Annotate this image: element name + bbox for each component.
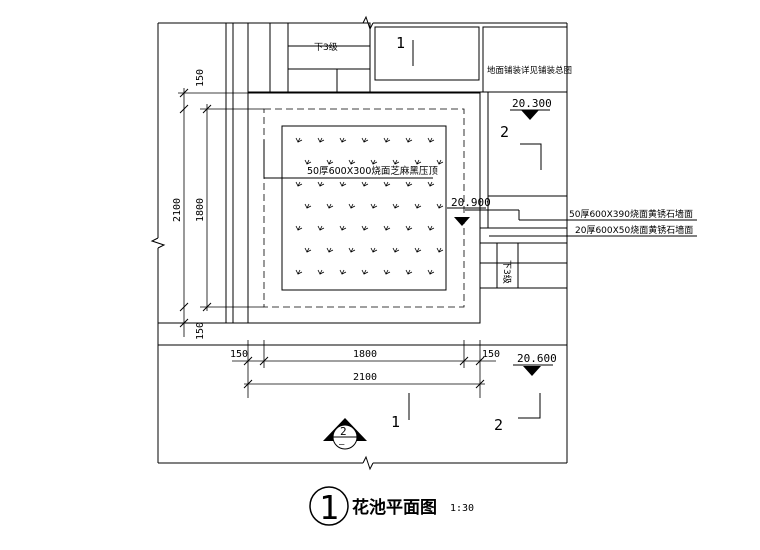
dim-v-150-bottom: 150 [195,322,206,340]
down-steps-right-label: 下3级 [501,260,513,284]
planting-hatch [295,137,444,275]
dim-v-150-top: 150 [195,69,206,87]
grass-mark [383,225,391,231]
right-upper-block: 20.300 2 [487,91,568,197]
section-box-top: 1 [374,26,480,81]
grass-mark [339,137,347,143]
title-name: 花池平面图 [352,497,437,518]
grass-mark [436,159,444,165]
title-number: 1 [319,488,339,527]
elevation-lower-icon [523,366,541,376]
dim-h-150-left: 150 [230,349,248,360]
grass-mark [392,247,400,253]
elevation-planter-icon [454,217,470,226]
grass-mark [304,247,312,253]
detail-index-number: 2 [340,425,347,438]
grass-mark [427,137,435,143]
grass-mark [405,137,413,143]
grass-mark [295,137,303,143]
grass-mark [304,203,312,209]
vertical-dimensions: 150 2100 1800 150 [172,69,264,340]
grass-mark [295,225,303,231]
grass-mark [326,247,334,253]
dim-h-2100: 2100 [353,372,377,383]
planter: 50厚600X300烧面芝麻黑压顶 20.900 [247,92,491,324]
grass-mark [304,159,312,165]
bottom-section-marks: 1 2 [391,393,541,434]
grass-mark [405,225,413,231]
section-mark-2-upper: 2 [500,123,509,141]
section-mark-1-top: 1 [396,34,405,52]
horizontal-dimensions: 150 1800 150 2100 [230,340,500,398]
grass-mark [383,137,391,143]
grass-mark [295,269,303,275]
grass-mark [361,225,369,231]
grass-mark [348,247,356,253]
grass-mark [370,203,378,209]
grass-mark [405,181,413,187]
grass-mark [427,225,435,231]
grass-mark [405,269,413,275]
grass-mark [370,247,378,253]
grass-mark [383,269,391,275]
detail-index-sub: — [339,440,345,450]
elevation-marker-icon [521,110,539,120]
grass-mark [414,159,422,165]
grass-mark [436,247,444,253]
grass-mark [339,225,347,231]
grass-mark [339,181,347,187]
grass-mark [383,181,391,187]
paving-note: 地面铺装详见铺装总图 [487,65,572,76]
grass-mark [427,269,435,275]
grass-mark [295,181,303,187]
grass-mark [361,269,369,275]
title-scale: 1:30 [450,503,474,514]
dim-v-1800: 1800 [195,198,206,222]
dim-h-1800: 1800 [353,349,377,360]
wall-face-note: 50厚600X390烧面黄锈石墙面 [569,208,693,220]
section-mark-1-bottom: 1 [391,413,400,431]
down-steps-top-label: 下3级 [314,41,338,53]
grass-mark [317,225,325,231]
grass-mark [339,269,347,275]
dim-v-2100: 2100 [172,198,183,222]
planter-fill-note: 50厚600X300烧面芝麻黑压顶 [307,165,438,177]
wall-cap-note: 20厚600X50烧面黄锈石墙面 [575,224,693,236]
grass-mark [427,181,435,187]
grass-mark [317,181,325,187]
elevation-lower-right: 20.600 [517,352,557,365]
elevation-upper-right: 20.300 [512,97,552,110]
top-stair-box: 下3级 [287,22,371,93]
grass-mark [348,159,356,165]
grass-mark [361,137,369,143]
lower-right-elevation: 20.600 [513,352,557,376]
drawing-title: 1 花池平面图 1:30 [309,486,474,527]
grass-mark [414,247,422,253]
grass-mark [348,203,356,209]
grass-mark [370,159,378,165]
elevation-planter: 20.900 [451,196,491,209]
grass-mark [317,137,325,143]
detail-index-symbol: 2 — [323,418,367,450]
grass-mark [436,203,444,209]
grass-mark [326,203,334,209]
grass-mark [317,269,325,275]
grass-mark [326,159,334,165]
right-lower-block: 下3级 [480,196,567,289]
grass-mark [414,203,422,209]
grass-mark [361,181,369,187]
wall-leaders: 50厚600X390烧面黄锈石墙面 20厚600X50烧面黄锈石墙面 [465,208,697,237]
paving-note-box: 地面铺装详见铺装总图 [482,26,572,93]
dim-h-150-right: 150 [482,349,500,360]
grass-mark [392,159,400,165]
grass-mark [392,203,400,209]
section-mark-2-bottom: 2 [494,416,503,434]
